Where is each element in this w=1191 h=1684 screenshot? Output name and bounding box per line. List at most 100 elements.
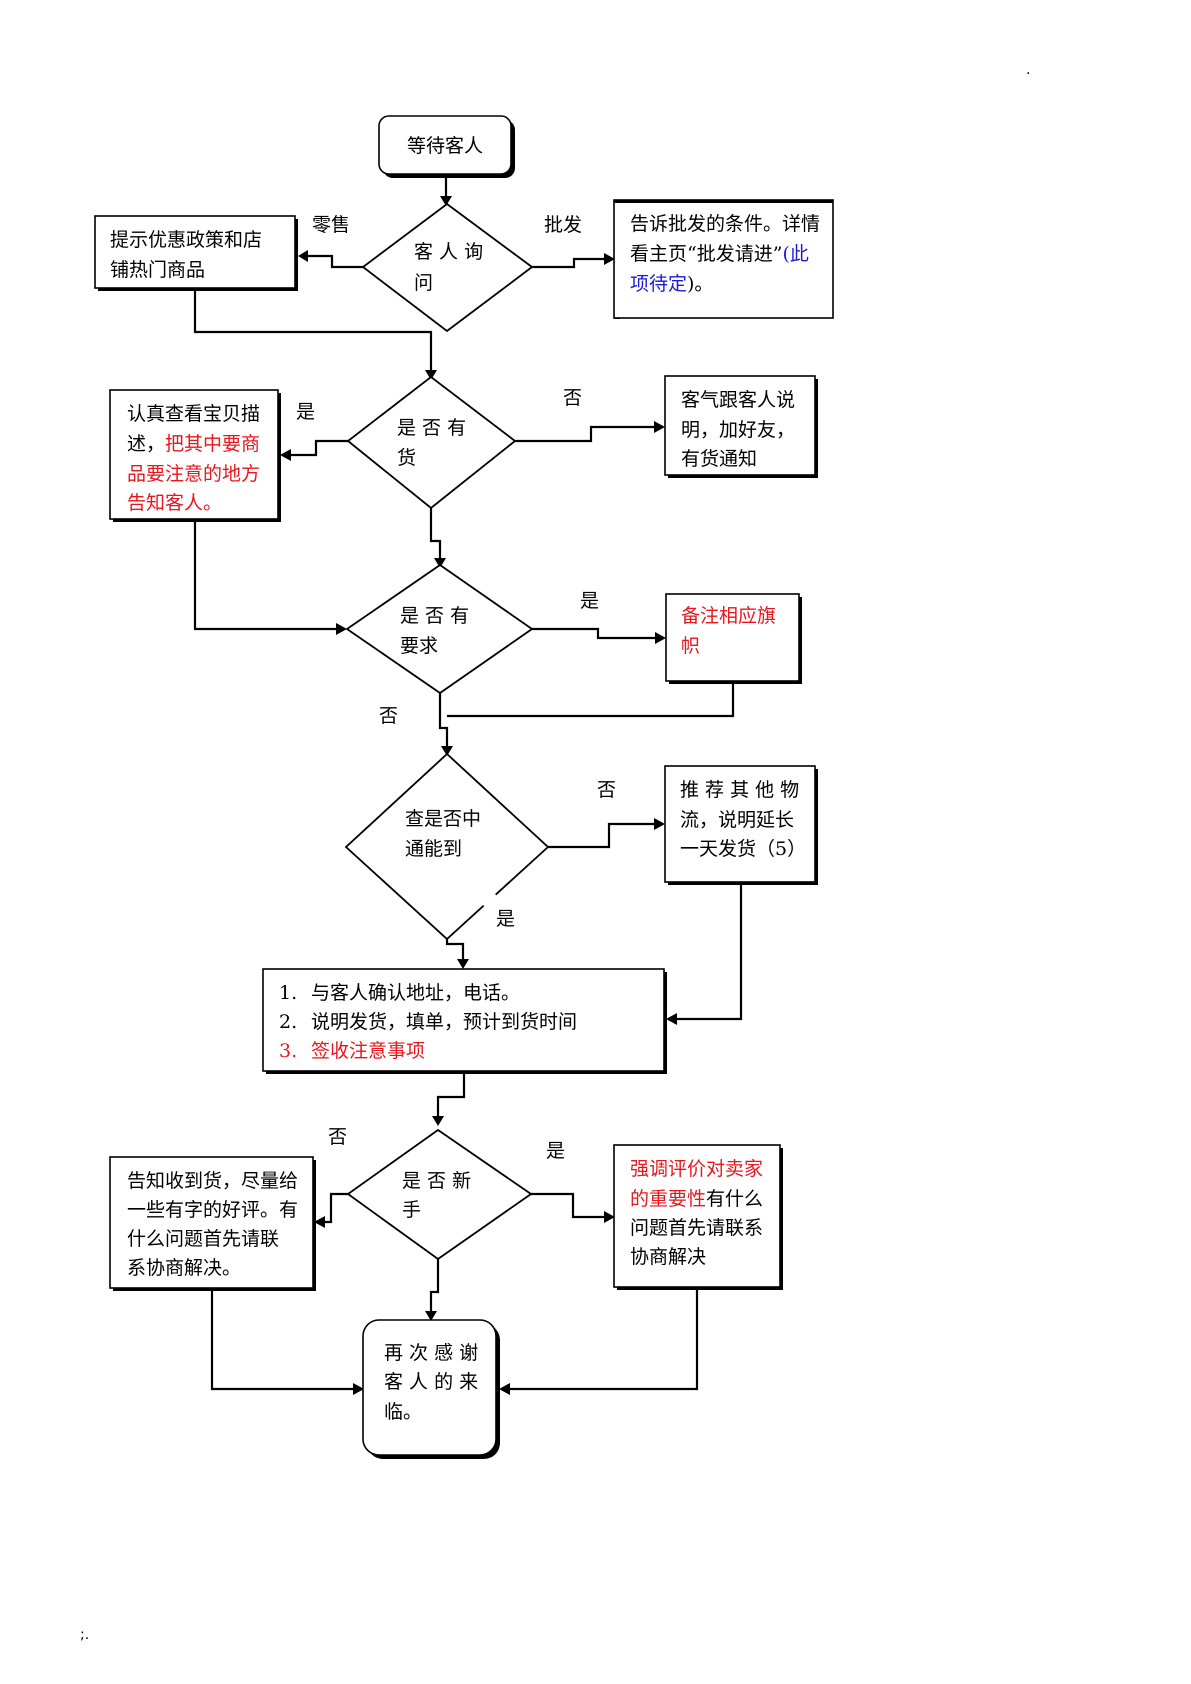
edge-zto-no [548, 822, 656, 849]
node-check-desc-line2-red: 把其中要商 [165, 433, 260, 455]
node-end-line3: 临。 [384, 1401, 422, 1423]
node-zto-line1: 查是否中 [405, 808, 481, 830]
node-out-of-stock-line2: 明，加好友， [681, 419, 795, 441]
node-out-of-stock-line1: 客气跟客人说 [681, 389, 795, 411]
node-in-stock-line2: 货 [397, 447, 416, 469]
node-in-stock-line1: 是 否 有 [397, 417, 466, 439]
confirm-step-1-text: 与客人确认地址，电话。 [311, 982, 520, 1004]
node-requirements-line1: 是 否 有 [400, 605, 469, 627]
node-new-box-line2-black: 有什么 [706, 1188, 763, 1210]
node-other-logistics-line2: 流，说明延长 [680, 809, 794, 831]
node-out-of-stock-line3: 有货通知 [681, 448, 757, 470]
edge-stock-to-req [429, 508, 442, 560]
edge-req-no [438, 693, 449, 748]
confirm-step-2-text: 说明发货，填单，预计到货时间 [311, 1011, 577, 1033]
node-wholesale-line3: 项待定)。 [630, 273, 713, 295]
label-zto-yes: 是 [496, 908, 515, 930]
node-not-new-line4: 系协商解决。 [127, 1257, 241, 1279]
edge-req-yes [531, 627, 657, 640]
node-new-buyer-decision: 是 否 新 手 [346, 1128, 533, 1261]
node-inquiry-decision: 客 人 询 问 [361, 202, 534, 333]
node-retail-box: 提示优惠政策和店 铺热门商品 [94, 215, 298, 291]
node-flag-note-line2: 帜 [681, 635, 700, 657]
node-wholesale-line3-black: )。 [687, 273, 713, 295]
node-check-desc-line3: 品要注意的地方 [127, 463, 260, 485]
label-retail: 零售 [312, 214, 350, 236]
node-wholesale-box: 告诉批发的条件。详情 看主页“批发请进”(此 项待定)。 [613, 199, 834, 319]
edge-new-no [323, 1192, 348, 1224]
node-new-box-line1: 强调评价对卖家 [630, 1158, 763, 1180]
node-inquiry-line1: 客 人 询 [414, 241, 483, 263]
node-not-new-box: 告知收到货，尽量给 一些有字的好评。有 什么问题首先请联 系协商解决。 [109, 1156, 316, 1291]
label-stock-no: 否 [563, 387, 582, 409]
node-flag-note-box: 备注相应旗 帜 [665, 593, 802, 684]
node-zto-line2: 通能到 [405, 838, 462, 860]
node-inquiry-line2: 问 [414, 272, 433, 294]
edge-desc-to-req [193, 520, 338, 631]
node-requirements-decision: 是 否 有 要求 [345, 563, 534, 695]
node-confirm-steps-box: 1. 与客人确认地址，电话。 2. 说明发货，填单，预计到货时间 3. 签收注意… [262, 968, 667, 1074]
node-requirements-line2: 要求 [400, 635, 438, 657]
edge-logistics-to-confirm [675, 883, 743, 1021]
node-new-box-line2-red: 的重要性 [630, 1188, 706, 1210]
edge-stock-no [514, 425, 656, 443]
edge-flag-to-merge [447, 682, 735, 718]
label-wholesale: 批发 [544, 214, 582, 236]
node-not-new-line2: 一些有字的好评。有 [127, 1199, 298, 1221]
node-new-box-line3: 问题首先请联系 [630, 1217, 763, 1239]
node-start: 等待客人 [378, 115, 515, 178]
edge-retail-to-stock [193, 290, 433, 372]
node-wholesale-line2-blue: (此 [782, 243, 808, 265]
page-mark-top-right: . [1026, 62, 1031, 78]
node-retail-line1: 提示优惠政策和店 [110, 229, 262, 251]
label-zto-no: 否 [597, 779, 616, 801]
node-other-logistics-line3: 一天发货（5） [680, 838, 806, 860]
node-new-box-line4: 协商解决 [630, 1246, 706, 1268]
node-other-logistics-box: 推 荐 其 他 物 流，说明延长 一天发货（5） [664, 765, 818, 885]
node-flag-note-line1: 备注相应旗 [681, 605, 776, 627]
node-new-buyer-line2: 手 [402, 1199, 421, 1221]
confirm-step-3-text: 签收注意事项 [311, 1040, 425, 1062]
node-not-new-line3: 什么问题首先请联 [127, 1228, 279, 1250]
node-not-new-line1: 告知收到货，尽量给 [127, 1170, 298, 1192]
node-check-desc-line2-black: 述， [127, 433, 165, 455]
node-wholesale-line1: 告诉批发的条件。详情 [630, 213, 820, 235]
label-stock-yes: 是 [296, 401, 315, 423]
node-retail-line2: 铺热门商品 [110, 259, 205, 281]
edge-inquiry-wholesale [531, 257, 606, 269]
node-check-desc-box: 认真查看宝贝描 述，把其中要商 品要注意的地方 告知客人。 [109, 389, 281, 522]
node-new-buyer-line1: 是 否 新 [402, 1170, 471, 1192]
node-other-logistics-line1: 推 荐 其 他 物 [680, 779, 799, 801]
node-out-of-stock-box: 客气跟客人说 明，加好友， 有货通知 [664, 375, 818, 478]
node-wholesale-line2: 看主页“批发请进”(此 [630, 243, 809, 265]
edge-new-to-end [429, 1259, 440, 1313]
edge-newbox-to-end [508, 1289, 699, 1391]
node-check-desc-line1: 认真查看宝贝描 [127, 403, 260, 425]
node-wholesale-line2-black: 看主页“批发请进” [630, 243, 782, 265]
node-zto-decision: 查是否中 通能到 [344, 752, 550, 941]
node-wholesale-line3-blue: 项待定 [630, 273, 687, 295]
edge-stock-yes [289, 439, 348, 457]
connectors [193, 176, 743, 1395]
node-new-box: 强调评价对卖家 的重要性有什么 问题首先请联系 协商解决 [613, 1144, 783, 1290]
node-check-desc-line4: 告知客人。 [127, 492, 222, 514]
page-mark-bottom-left: ;. [80, 1627, 90, 1643]
node-start-text: 等待客人 [407, 135, 483, 157]
label-new-no: 否 [328, 1126, 347, 1148]
edge-confirm-to-new [436, 1072, 466, 1118]
edge-new-yes [531, 1192, 606, 1219]
node-end: 再 次 感 谢 客 人 的 来 临。 [362, 1319, 500, 1459]
edge-notnew-to-end [210, 1289, 355, 1391]
edge-inquiry-retail [306, 254, 363, 269]
label-new-yes: 是 [546, 1140, 565, 1162]
confirm-step-2-num: 2. [279, 1011, 297, 1033]
label-req-no: 否 [379, 705, 398, 727]
node-in-stock-decision: 是 否 有 货 [346, 375, 517, 510]
node-end-line2: 客 人 的 来 [384, 1371, 478, 1393]
label-req-yes: 是 [580, 590, 599, 612]
node-check-desc-line2: 述，把其中要商 [127, 433, 260, 455]
confirm-step-3-num: 3. [279, 1040, 297, 1062]
edge-labels: 零售 批发 是 否 是 否 否 是 否 是 [296, 214, 616, 1162]
edge-zto-yes [445, 937, 465, 961]
